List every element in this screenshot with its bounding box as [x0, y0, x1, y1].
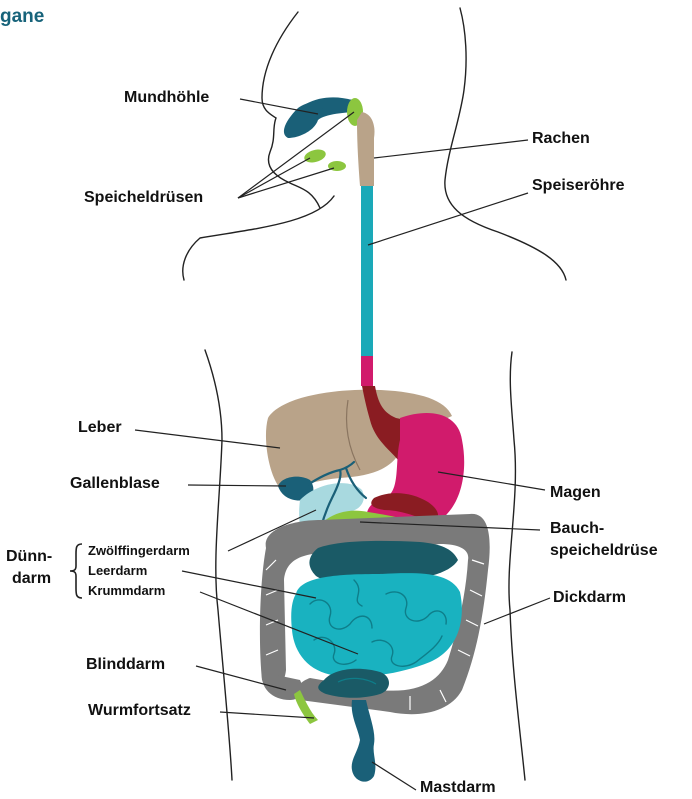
leader-leerdarm: [182, 571, 316, 598]
leader-speicheldruesen-2: [238, 158, 310, 198]
label-speiseroehre: Speiseröhre: [532, 176, 624, 196]
pharynx: [357, 112, 375, 186]
label-wurmfortsatz: Wurmfortsatz: [88, 701, 191, 721]
esophagus-lower: [361, 356, 373, 386]
leader-leber: [135, 430, 280, 448]
label-zwoelffingerdarm: Zwölffingerdarm: [88, 543, 190, 559]
salivary-gland-middle: [303, 147, 327, 164]
label-magen: Magen: [550, 483, 601, 503]
leader-rachen: [374, 140, 528, 158]
label-mastdarm: Mastdarm: [420, 778, 496, 798]
label-speicheldruesen: Speicheldrüsen: [84, 188, 203, 208]
rectum: [352, 700, 376, 782]
label-rachen: Rachen: [532, 129, 590, 149]
label-leber: Leber: [78, 418, 122, 438]
label-bauch-line2: speicheldrüse: [550, 541, 658, 561]
leader-speiseroehre: [368, 193, 528, 245]
label-duenn-line2: darm: [12, 569, 51, 589]
leader-dickdarm: [484, 598, 550, 624]
leader-gallenblase: [188, 485, 286, 486]
small-intestine-brace: [68, 542, 86, 600]
small-intestine-ileum: [291, 573, 462, 676]
label-leerdarm: Leerdarm: [88, 563, 147, 579]
label-mundhoehle: Mundhöhle: [124, 88, 209, 108]
label-krummdarm: Krummdarm: [88, 583, 165, 599]
leader-mastdarm: [372, 762, 416, 790]
label-bauch-line1: Bauch-: [550, 519, 604, 539]
leader-speicheldruesen-3: [238, 168, 334, 198]
label-gallenblase: Gallenblase: [70, 474, 160, 494]
label-dickdarm: Dickdarm: [553, 588, 626, 608]
leader-wurmfortsatz: [220, 712, 314, 718]
label-blinddarm: Blinddarm: [86, 655, 165, 675]
label-duenn-line1: Dünn-: [6, 547, 52, 567]
esophagus: [361, 186, 373, 356]
